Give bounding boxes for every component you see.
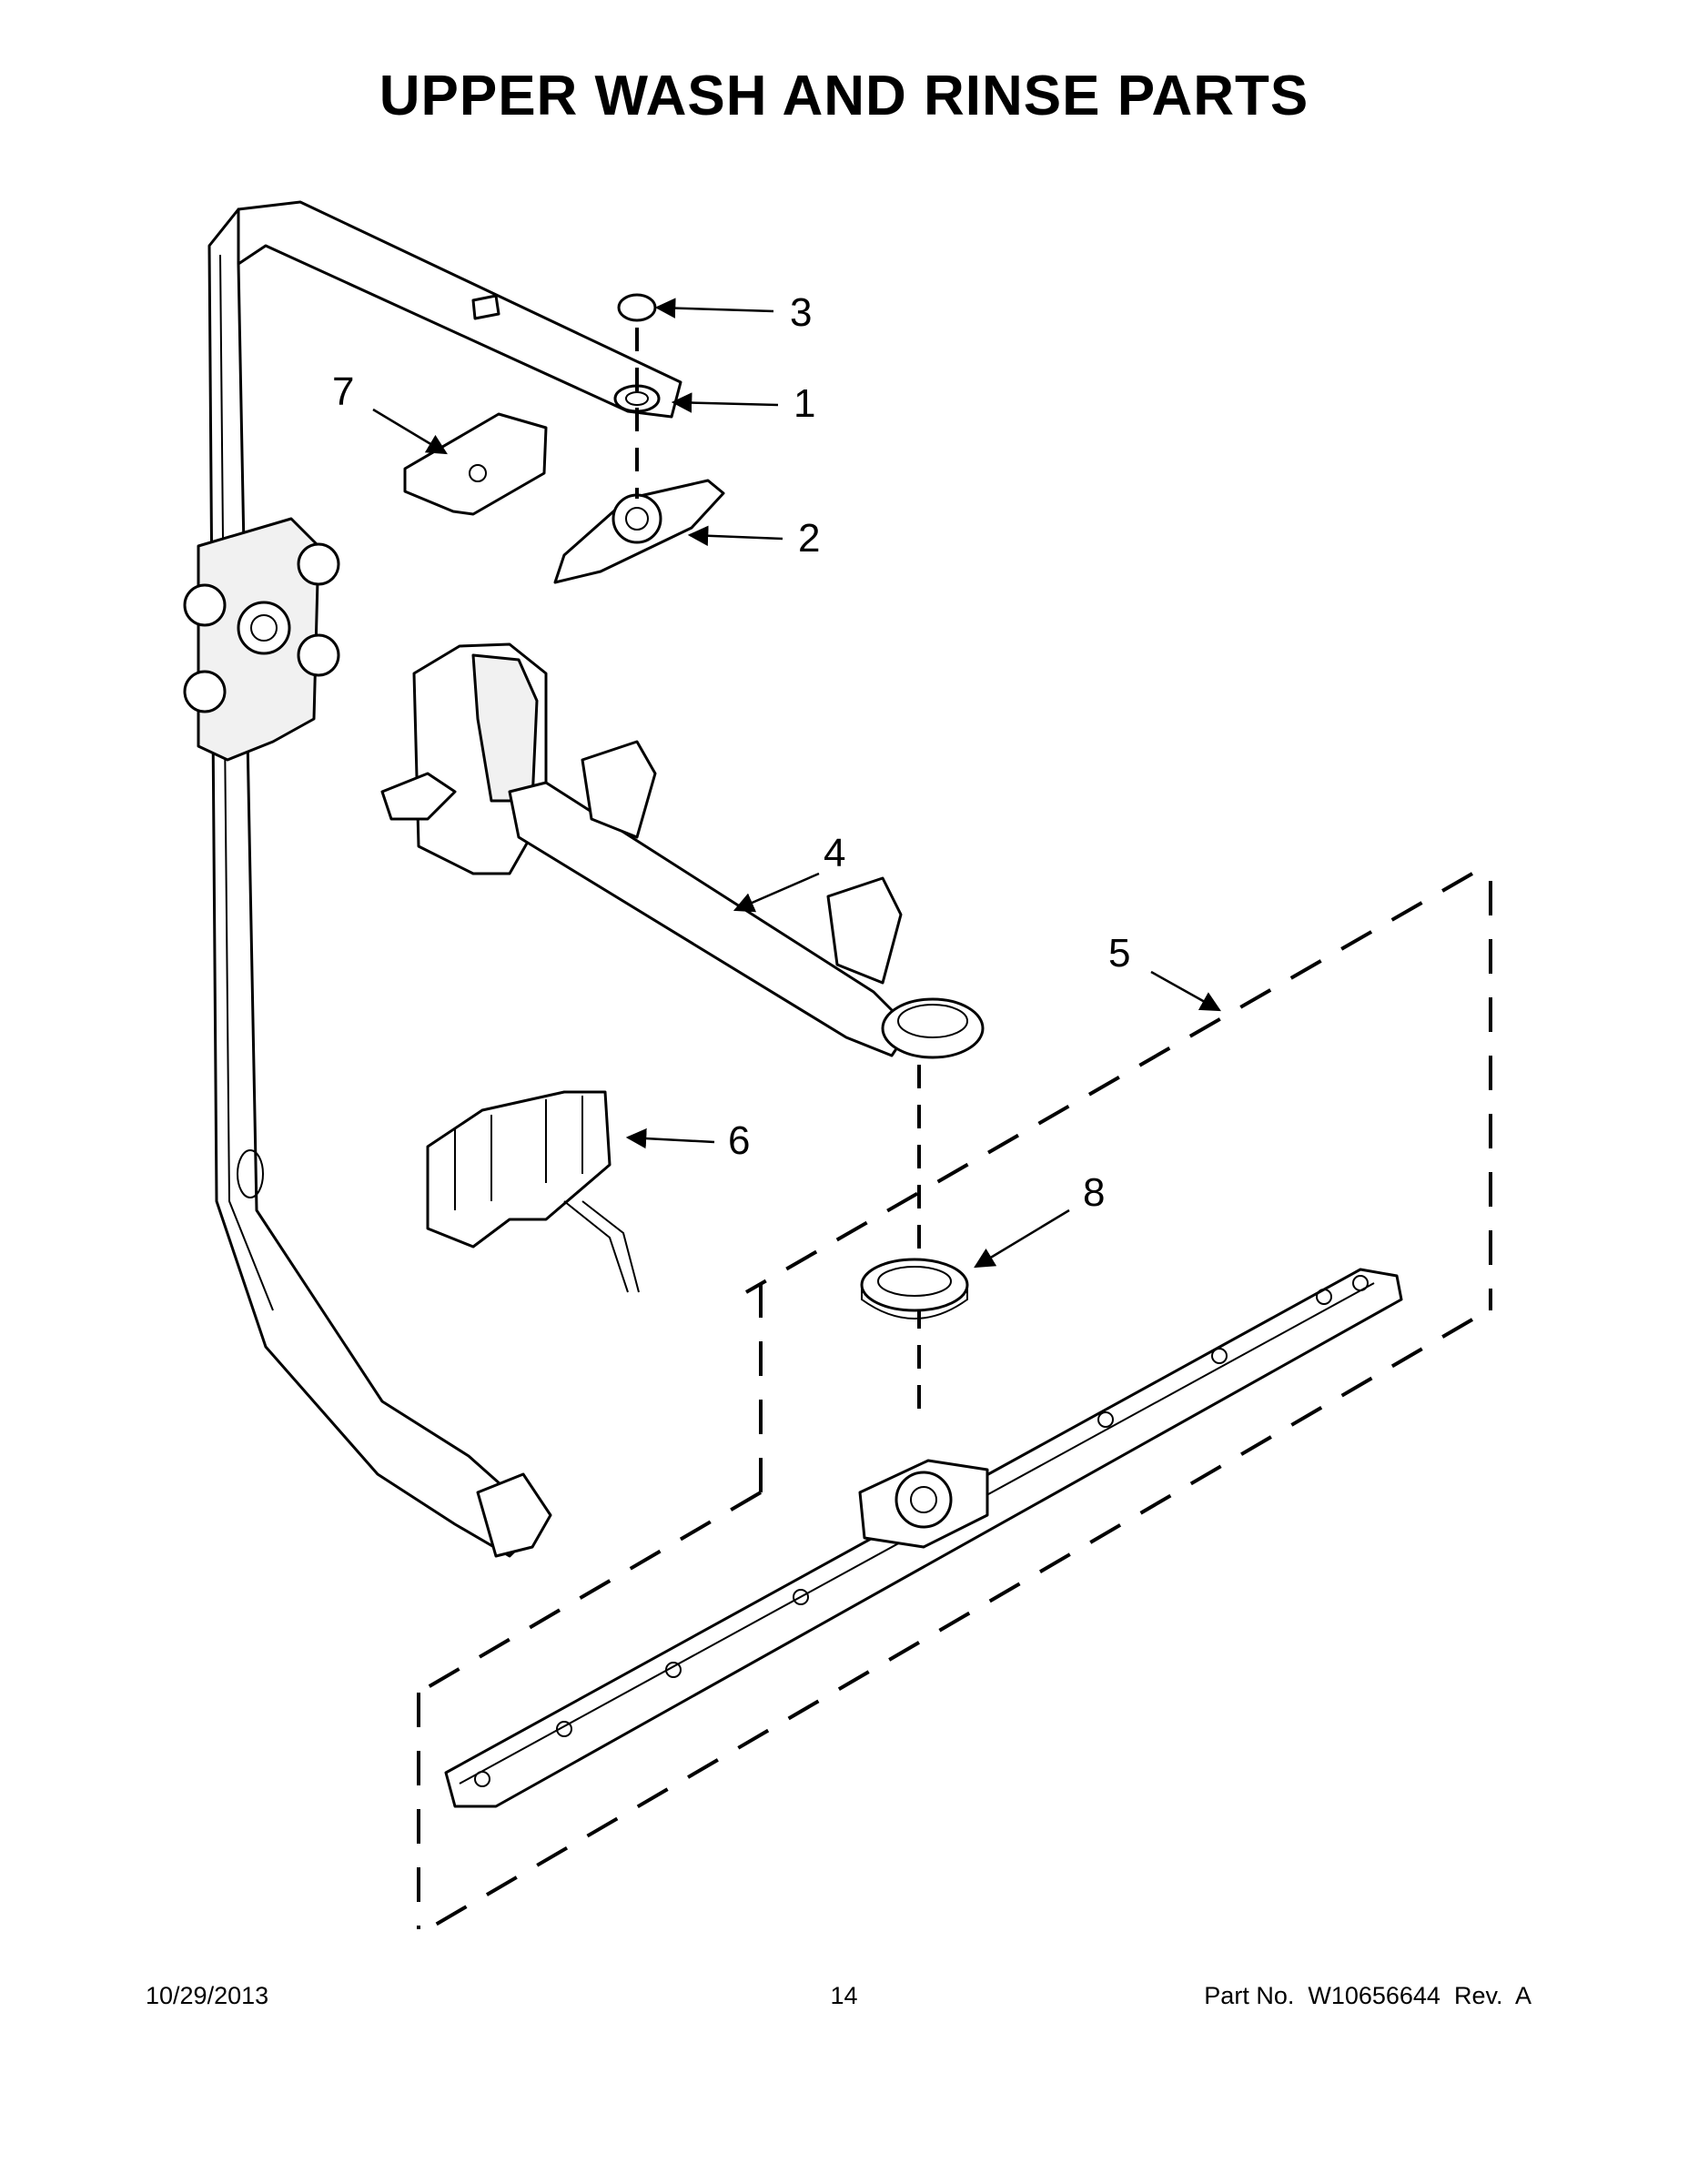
lower-spray-arm-dashed-outline — [417, 872, 1492, 1931]
lower-spray-arm-part — [444, 1268, 1403, 1808]
leader-5 — [1150, 970, 1221, 1012]
ring-part — [860, 1258, 969, 1320]
leader-8 — [974, 1208, 1070, 1269]
footer-page-number: 14 — [830, 1982, 858, 2009]
clip-part — [403, 412, 548, 516]
spray-arm-manifold-part — [380, 642, 985, 1059]
footer-date: 10/29/2013 — [146, 1982, 269, 2009]
callout-2: 2 — [798, 516, 820, 561]
deflector-part — [426, 1090, 640, 1293]
callout-6: 6 — [728, 1118, 750, 1163]
leader-2 — [687, 525, 783, 547]
callout-8: 8 — [1083, 1170, 1105, 1215]
callout-labels: 3 1 2 7 4 5 6 8 — [332, 290, 1130, 1215]
mount-part — [553, 479, 725, 584]
leader-4 — [733, 872, 820, 913]
leader-arrows — [372, 298, 1221, 1269]
callout-7: 7 — [332, 369, 354, 414]
page-title: UPPER WASH AND RINSE PARTS — [379, 65, 1309, 127]
callout-4: 4 — [824, 831, 845, 875]
footer-part-number: Part No. W10656644 Rev. A — [1204, 1982, 1531, 2009]
leader-6 — [625, 1127, 715, 1149]
callout-1: 1 — [793, 381, 815, 426]
leader-3 — [654, 298, 774, 318]
leader-1 — [671, 392, 779, 413]
callout-5: 5 — [1108, 931, 1130, 976]
callout-3: 3 — [790, 290, 812, 335]
cap-part — [617, 293, 657, 322]
leader-7 — [372, 408, 448, 455]
supply-tube-part — [183, 200, 682, 1558]
